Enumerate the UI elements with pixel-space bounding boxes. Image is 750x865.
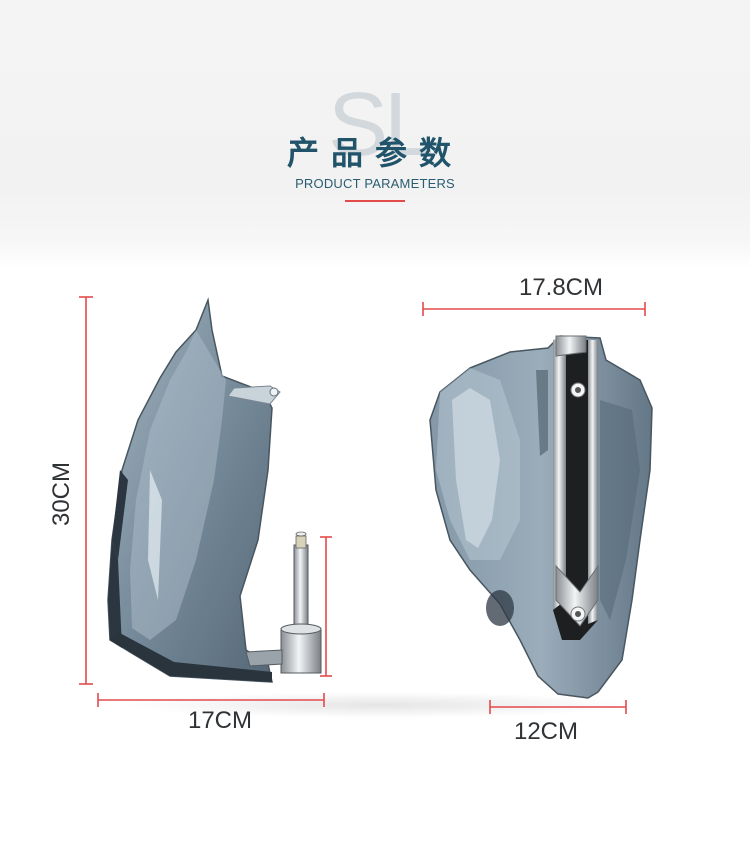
side-width-dimension-label: 17CM bbox=[187, 707, 253, 734]
front-width-dimension-label: 17.8CM bbox=[518, 274, 604, 301]
side-view-hand-guard bbox=[107, 297, 322, 683]
dimension-lines bbox=[79, 296, 646, 714]
height-dimension-label: 30CM bbox=[48, 461, 75, 527]
mount-width-dimension-label: 12CM bbox=[513, 718, 579, 745]
product-shadow bbox=[120, 692, 640, 718]
brand-watermark: SL bbox=[327, 75, 434, 175]
section-subtitle: PRODUCT PARAMETERS bbox=[295, 176, 455, 191]
section-title: 产品参数 bbox=[286, 134, 463, 172]
front-view-hand-guard bbox=[429, 335, 653, 699]
title-accent-line bbox=[345, 200, 405, 202]
header-background bbox=[0, 0, 750, 270]
